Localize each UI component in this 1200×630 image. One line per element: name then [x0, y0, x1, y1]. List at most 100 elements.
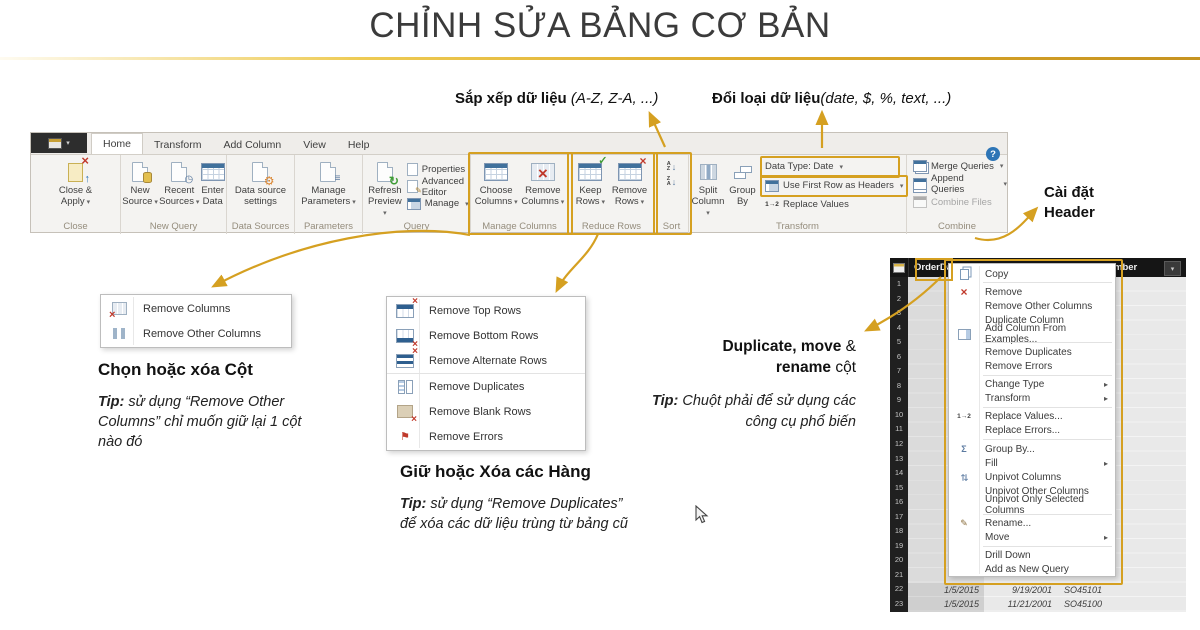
context-menu-item[interactable]: Replace Values... ▸ [949, 410, 1115, 424]
context-menu-item[interactable]: Transform ▸ [949, 392, 1115, 408]
context-menu-item[interactable]: Remove Errors ▸ [949, 360, 1115, 376]
submenu-arrow-icon: ▸ [1103, 394, 1108, 404]
help-icon[interactable] [986, 147, 1000, 161]
choose-columns-button[interactable]: Choose Columns [475, 157, 518, 221]
manage-parameters-button[interactable]: Manage Parameters [301, 157, 356, 221]
split-column-icon [699, 164, 717, 180]
sort-ascending-icon[interactable] [667, 162, 676, 172]
menu-item-icon [953, 470, 975, 484]
note-rows: Giữ hoặc Xóa các Hàng Tip: sử dụng “Remo… [400, 462, 640, 534]
menu-item-icon [953, 563, 975, 577]
context-menu-item[interactable]: Unpivot Only Selected Columns ▸ [949, 494, 1115, 516]
submenu-arrow-icon: ▸ [1103, 458, 1108, 468]
ribbon-tab[interactable]: Add Column [223, 139, 282, 151]
group-label-parameters: Parameters [303, 221, 354, 232]
menu-item[interactable]: Remove Other Columns [101, 321, 291, 346]
context-menu-item[interactable]: Remove Duplicates ▸ [949, 345, 1115, 359]
row-number: 19 [894, 540, 904, 550]
append-queries-icon [913, 178, 927, 190]
menu-item-icon [953, 267, 975, 281]
menu-item[interactable]: Remove Blank Rows [387, 399, 585, 426]
menu-item-icon [953, 360, 975, 374]
context-menu-item[interactable]: Move ▸ [949, 531, 1115, 547]
use-first-row-as-headers-button[interactable]: Use First Row as Headers [758, 176, 904, 195]
context-menu-item[interactable]: Add as New Query ▸ [949, 563, 1115, 577]
ribbon-tab[interactable]: Help [347, 139, 370, 151]
menu-item[interactable]: Remove Alternate Rows [387, 346, 585, 374]
close-apply-button[interactable]: Close & Apply [59, 156, 92, 221]
context-menu-item[interactable]: Rename... ▸ [949, 517, 1115, 531]
data-type-button[interactable]: Data Type: Date [758, 157, 904, 176]
note-rows-heading: Giữ hoặc Xóa các Hàng [400, 462, 591, 481]
row-number: 14 [894, 468, 904, 478]
remove-columns-button[interactable]: Remove Columns [521, 157, 564, 221]
recent-sources-button[interactable]: Recent Sources [159, 157, 199, 221]
properties-button[interactable]: Properties [406, 161, 470, 178]
append-queries-button[interactable]: Append Queries [913, 173, 1007, 195]
context-menu-item[interactable]: Remove ▸ [949, 285, 1115, 299]
note-columns-tip: Tip: sử dụng “Remove Other Columns” chỉ … [98, 394, 302, 450]
context-menu-item[interactable]: Change Type ▸ [949, 378, 1115, 392]
menu-item-icon [953, 285, 975, 299]
refresh-preview-icon [376, 162, 399, 186]
filter-dropdown-icon[interactable] [1164, 261, 1181, 276]
group-label-sort: Sort [662, 221, 681, 232]
row-number: 4 [896, 322, 902, 332]
context-menu-item[interactable]: Replace Errors... ▸ [949, 424, 1115, 441]
column-header-orderdate[interactable]: OrderDa [914, 262, 953, 273]
menu-item-icon [953, 498, 975, 512]
ribbon-tab[interactable]: Home [91, 133, 144, 154]
menu-item-icon [393, 374, 417, 399]
recent-sources-icon [171, 162, 193, 185]
menu-item[interactable]: Remove Top Rows [387, 296, 585, 323]
menu-item-icon [393, 399, 417, 425]
new-source-button[interactable]: New Source [122, 157, 158, 221]
ribbon-tab[interactable]: View [303, 139, 326, 151]
context-menu-item[interactable]: Duplicate Column ▸ [949, 313, 1115, 327]
menu-item[interactable]: Remove Errors [387, 424, 585, 449]
data-source-settings-button[interactable]: Data source settings [235, 157, 286, 221]
menu-item[interactable]: Remove Bottom Rows [387, 323, 585, 351]
context-menu-item[interactable]: Fill ▸ [949, 456, 1115, 470]
row-number: 22 [894, 584, 904, 594]
advanced-editor-button[interactable]: Advanced Editor [406, 176, 470, 198]
menu-item-icon [393, 323, 418, 350]
new-source-icon [132, 162, 153, 183]
sort-descending-icon[interactable] [667, 177, 676, 187]
context-menu-item[interactable]: Copy ▸ [949, 267, 1115, 284]
manage-button[interactable]: Manage [406, 195, 470, 212]
context-menu-item[interactable]: Drill Down ▸ [949, 549, 1115, 563]
menu-item[interactable]: Remove Columns [101, 296, 291, 322]
row-number: 11 [895, 424, 903, 434]
context-menu-item[interactable]: Unpivot Other Columns ▸ [949, 484, 1115, 498]
ribbon-tab[interactable]: Transform [154, 139, 202, 151]
row-number: 20 [894, 555, 904, 565]
merge-queries-button[interactable]: Merge Queries [913, 157, 1007, 175]
replace-values-button[interactable]: Replace Values [758, 195, 904, 214]
ribbon-group-reduce-rows: Keep Rows Remove Rows Reduce Rows [569, 155, 655, 234]
keep-rows-button[interactable]: Keep Rows [576, 156, 608, 221]
data-source-settings-icon [252, 162, 274, 186]
window-menu-button[interactable] [31, 133, 87, 153]
menu-item-icon [953, 410, 975, 424]
menu-item-icon [953, 517, 975, 531]
menu-item[interactable]: Remove Duplicates [387, 374, 585, 399]
enter-data-button[interactable]: Enter Data [200, 157, 225, 221]
context-menu-item[interactable]: Remove Other Columns ▸ [949, 299, 1115, 313]
remove-rows-button[interactable]: Remove Rows [612, 156, 647, 221]
note-dup-heading: Duplicate, move & rename cột [722, 338, 856, 376]
refresh-preview-button[interactable]: Refresh Preview [368, 157, 402, 221]
row-number: 1 [896, 279, 902, 288]
title-underline [0, 57, 1200, 60]
menu-item-icon [953, 456, 975, 470]
menu-item-icon [953, 549, 975, 563]
column-header-number[interactable]: mber [1114, 262, 1138, 273]
context-menu-item[interactable]: Group By... ▸ [949, 442, 1115, 456]
combine-files-icon [913, 196, 927, 208]
table-corner-icon[interactable] [890, 258, 909, 277]
group-by-button[interactable]: Group By [727, 157, 758, 221]
split-column-button[interactable]: Split Column [689, 157, 727, 221]
context-menu-item[interactable]: Add Column From Examples... ▸ [949, 323, 1115, 345]
context-menu-item[interactable]: Unpivot Columns ▸ [949, 470, 1115, 484]
